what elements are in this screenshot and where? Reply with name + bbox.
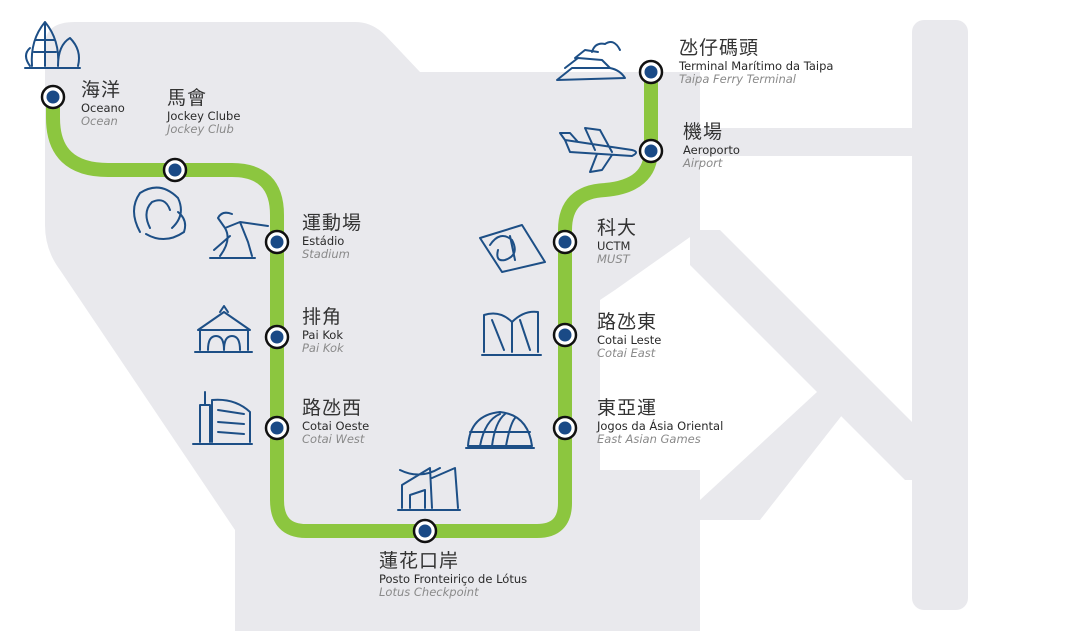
- station-marker[interactable]: [162, 157, 188, 183]
- station-name-pt: Pai Kok: [302, 327, 343, 342]
- station-marker[interactable]: [638, 138, 664, 164]
- station-name-zh: 排角: [302, 306, 343, 328]
- station-marker[interactable]: [40, 84, 66, 110]
- station-name-en: Stadium: [302, 247, 350, 262]
- pavilion-icon: [194, 305, 253, 353]
- land-diagonal-band-2: [700, 380, 850, 520]
- station-name-en: Lotus Checkpoint: [379, 585, 479, 600]
- land-horizontal-band: [690, 128, 920, 156]
- station-marker[interactable]: [264, 229, 290, 255]
- station-label-east-asian-games: 東亞運 Jogos da Ásia Oriental East Asian Ga…: [597, 397, 724, 447]
- station-name-pt: Estádio: [302, 233, 345, 248]
- station-marker[interactable]: [552, 229, 578, 255]
- station-name-en: Airport: [683, 156, 723, 171]
- station-label-cotai-west: 路氹西 Cotai Oeste Cotai West: [302, 397, 370, 447]
- station-name-zh: 馬會: [167, 87, 208, 109]
- horseshoe-icon: [133, 186, 187, 240]
- station-marker[interactable]: [264, 324, 290, 350]
- station-marker[interactable]: [638, 59, 664, 85]
- station-name-pt: Cotai Leste: [597, 332, 662, 347]
- university-book-icon: [479, 224, 546, 273]
- station-name-en: Cotai East: [597, 346, 656, 361]
- station-name-zh: 氹仔碼頭: [679, 37, 760, 59]
- station-name-en: Taipa Ferry Terminal: [679, 72, 797, 87]
- station-name-en: Ocean: [81, 114, 118, 129]
- ocean-gardens-icon: [24, 21, 81, 69]
- station-name-pt: Terminal Marítimo da Taipa: [679, 58, 834, 73]
- station-name-pt: UCTM: [597, 238, 631, 253]
- station-label-taipa-ferry-terminal: 氹仔碼頭 Terminal Marítimo da Taipa Taipa Fe…: [679, 37, 834, 87]
- station-name-zh: 運動場: [302, 212, 363, 234]
- station-name-pt: Oceano: [81, 100, 125, 115]
- land-vertical-band: [912, 20, 968, 610]
- station-label-cotai-east: 路氹東 Cotai Leste Cotai East: [597, 311, 662, 361]
- station-name-pt: Jockey Clube: [167, 108, 241, 123]
- station-name-pt: Cotai Oeste: [302, 418, 370, 433]
- station-name-zh: 路氹東: [597, 311, 658, 333]
- station-name-pt: Jogos da Ásia Oriental: [597, 418, 724, 433]
- land-diagonal-band: [690, 230, 930, 480]
- airplane-icon: [559, 127, 637, 173]
- station-label-uctm: 科大 UCTM MUST: [597, 217, 638, 267]
- hotel-building-icon: [481, 310, 542, 356]
- station-name-en: Cotai West: [302, 432, 365, 447]
- station-name-pt: Posto Fronteiriço de Lótus: [379, 571, 528, 586]
- station-name-en: MUST: [597, 252, 630, 267]
- station-name-zh: 機場: [683, 121, 724, 143]
- station-name-zh: 科大: [597, 217, 638, 239]
- station-name-zh: 路氹西: [302, 397, 363, 419]
- dome-icon: [465, 411, 535, 449]
- station-label-pai-kok: 排角 Pai Kok Pai Kok: [302, 306, 344, 356]
- station-name-zh: 東亞運: [597, 397, 658, 419]
- skyscraper-icon: [192, 391, 253, 445]
- station-label-stadium: 運動場 Estádio Stadium: [302, 212, 363, 262]
- checkpoint-building-icon: [397, 467, 461, 511]
- station-label-lotus-checkpoint: 蓮花口岸 Posto Fronteiriço de Lótus Lotus Ch…: [379, 550, 528, 600]
- station-name-en: East Asian Games: [597, 432, 701, 447]
- metro-line: [46, 72, 658, 538]
- station-marker[interactable]: [412, 518, 438, 544]
- station-label-jockey-club: 馬會 Jockey Clube Jockey Club: [167, 87, 241, 137]
- station-label-airport: 機場 Aeroporto Airport: [683, 121, 740, 171]
- station-name-zh: 蓮花口岸: [379, 550, 460, 572]
- station-name-en: Pai Kok: [302, 341, 344, 356]
- station-label-ocean: 海洋 Oceano Ocean: [81, 79, 125, 129]
- station-name-en: Jockey Club: [167, 122, 234, 137]
- athlete-icon: [209, 211, 269, 259]
- station-marker[interactable]: [264, 415, 290, 441]
- station-name-pt: Aeroporto: [683, 142, 740, 157]
- station-name-zh: 海洋: [81, 79, 122, 101]
- station-marker[interactable]: [552, 322, 578, 348]
- station-marker[interactable]: [552, 415, 578, 441]
- ferry-icon: [556, 41, 626, 81]
